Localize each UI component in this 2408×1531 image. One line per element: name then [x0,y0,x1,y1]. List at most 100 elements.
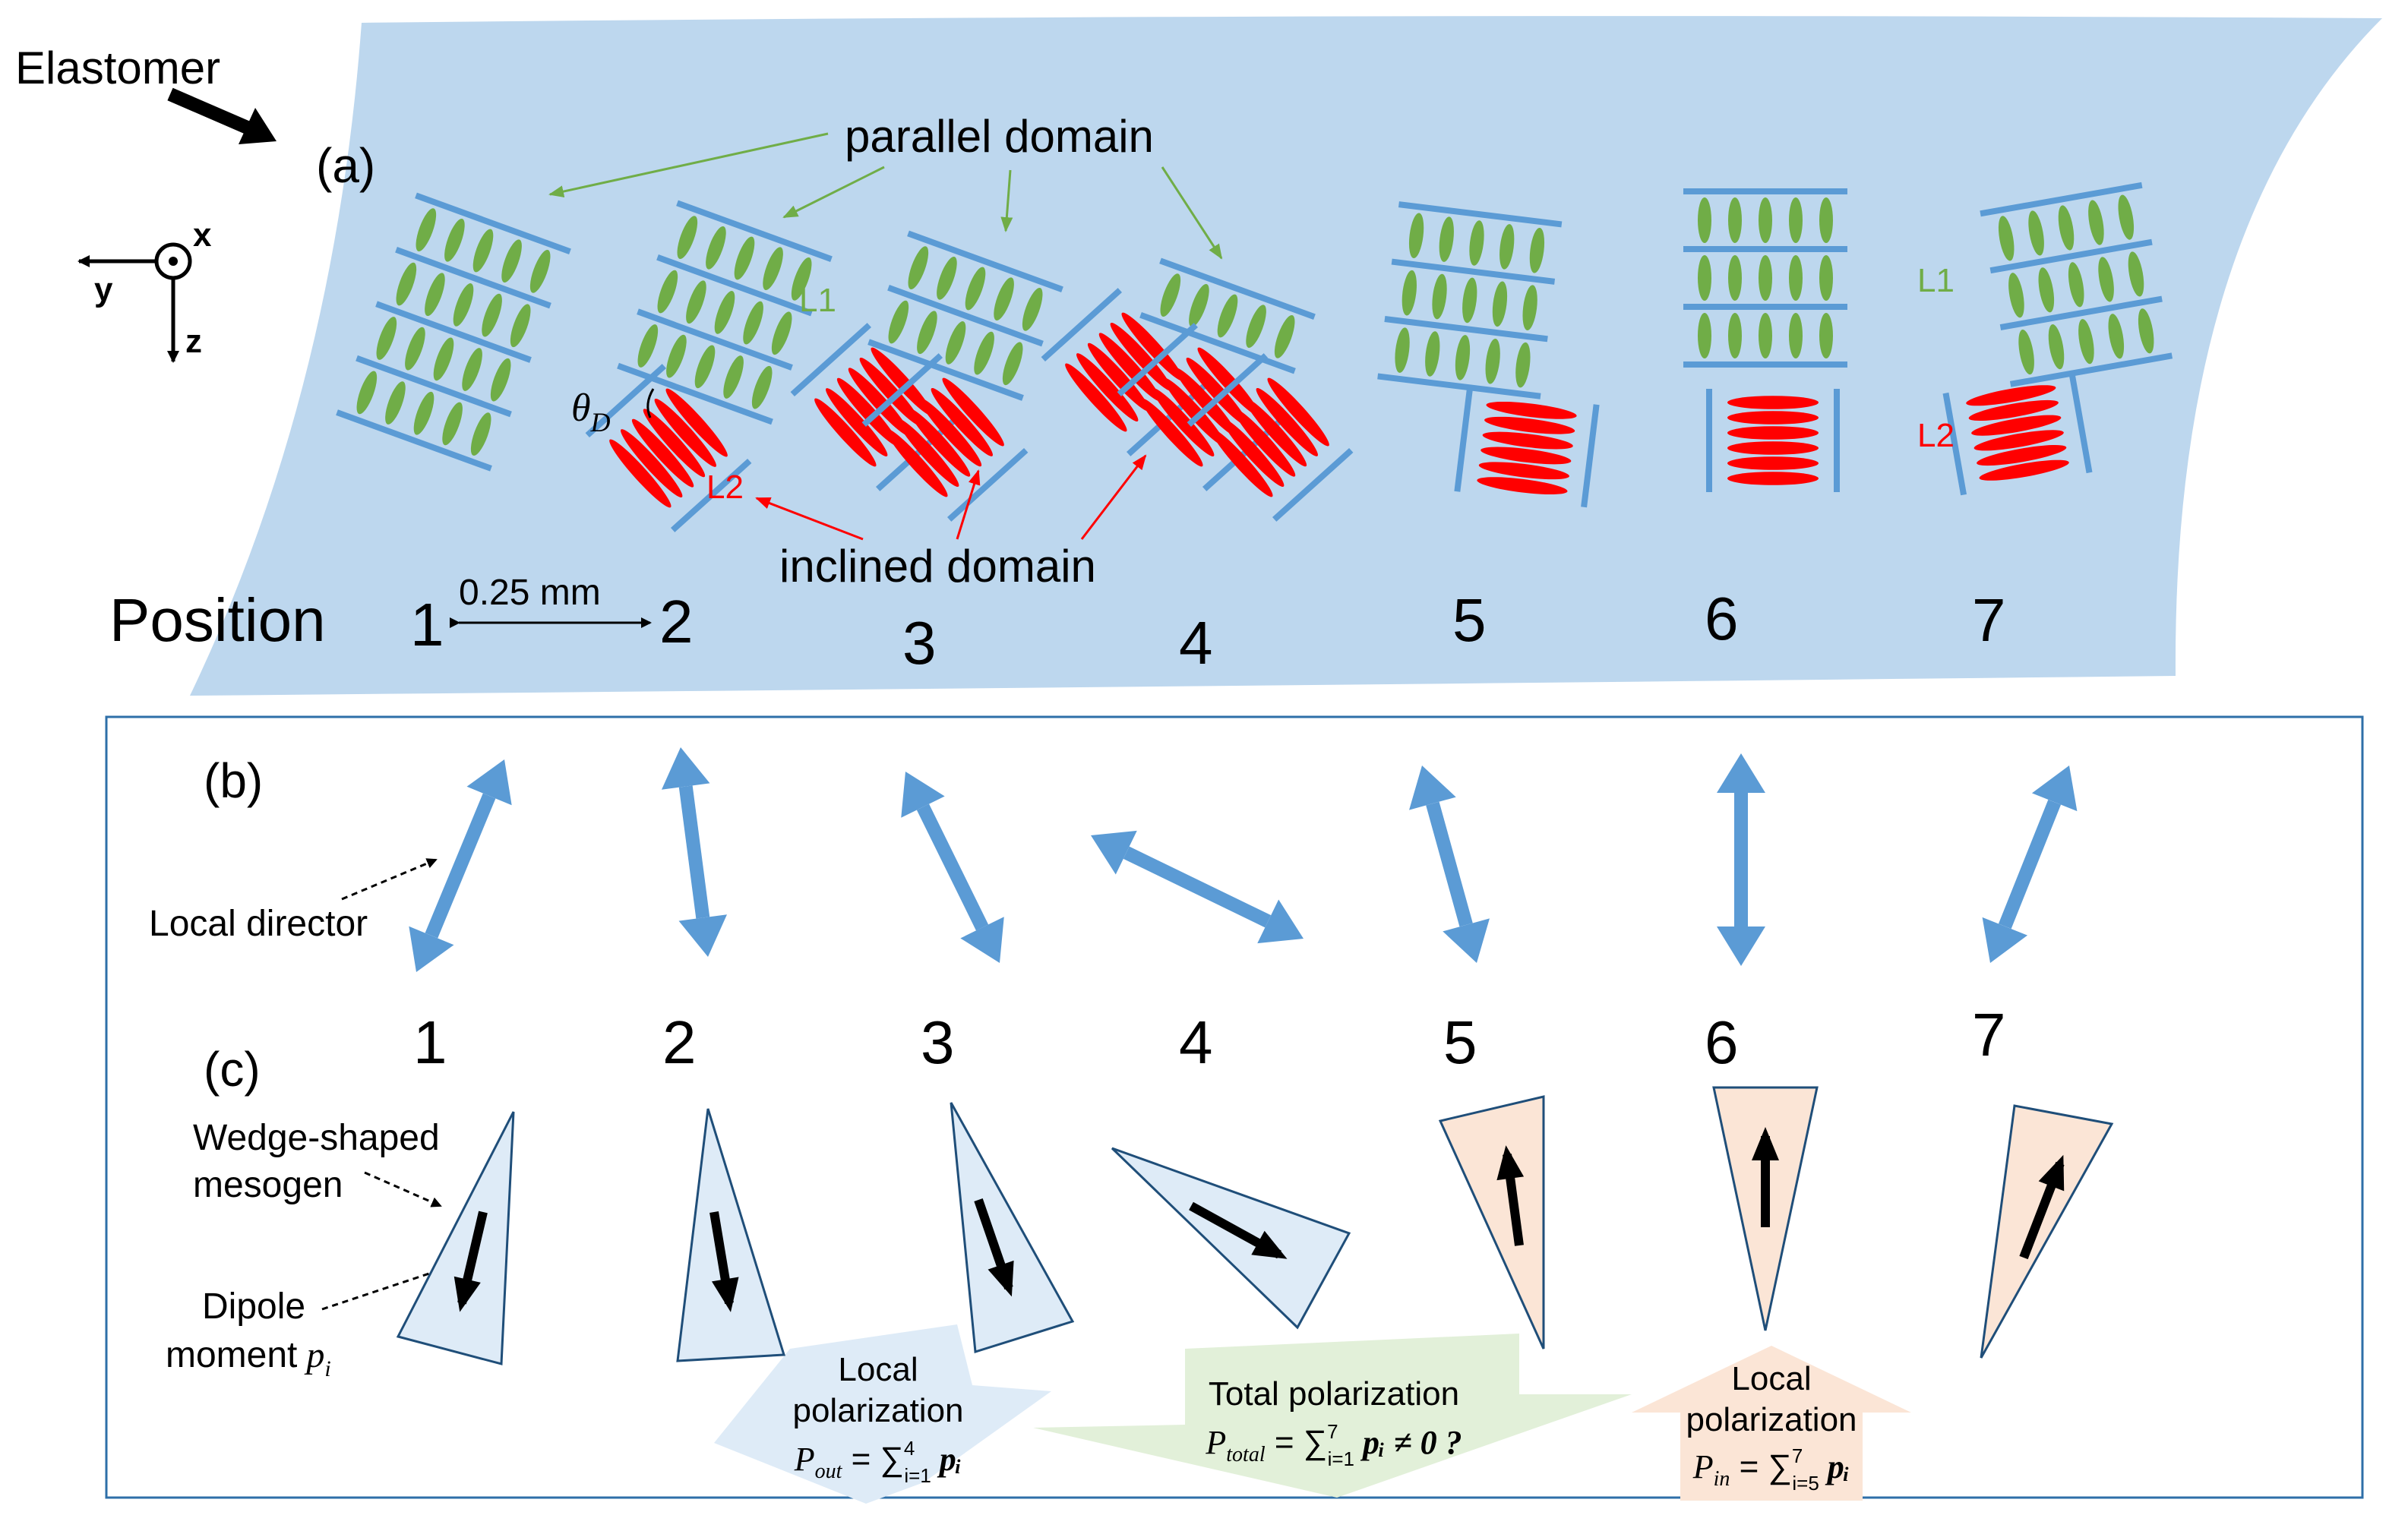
inclined-mesogen [1233,408,1296,477]
local-polarization-in-arrow [1632,1346,1911,1501]
parallel-mesogen [470,412,491,456]
parallel-layer [1377,316,1548,399]
l2-label-stack-2: L2 [706,469,744,506]
dipole-pointer [321,1264,451,1311]
inclined-arrow-1 [755,497,864,541]
parallel-mesogen [2138,308,2154,354]
layer-boundary-line [637,308,793,371]
director-arrow-3 [901,772,1004,963]
parallel-mesogen [356,371,378,415]
parallel-mesogen [2098,257,2114,302]
domain-stack-3-parallel [867,230,1063,401]
parallel-mesogen [2038,267,2055,313]
domain-stack-5-inclined [1454,388,1600,508]
parallel-mesogen [2018,329,2034,375]
layer-boundary-line [375,301,532,363]
inclined-mesogen [1977,444,2067,466]
domain-stack-2-parallel [617,200,833,425]
parallel-mesogen [888,300,909,344]
domain-stack-2-inclined [585,364,752,532]
domain-stack-4-parallel [1139,257,1316,374]
parallel-mesogen [1002,342,1023,386]
domain-stack-5-parallel [1377,201,1563,399]
panel-bc-frame [105,715,2364,1499]
parallel-mesogen [2058,205,2075,251]
parallel-mesogen [763,247,783,291]
parallel-mesogen [1432,273,1447,320]
position-number-b-1: 1 [413,1009,447,1076]
inclined-mesogen [1076,353,1139,422]
parallel-mesogen [1759,197,1772,243]
parallel-mesogen [791,257,812,301]
local-pol-out-line1: Local [838,1351,918,1388]
l1-label-stack-2: L1 [799,282,836,319]
parallel-mesogen [1402,270,1417,316]
inclined-mesogen [919,398,982,467]
domain-stack-6-parallel [1683,188,1847,368]
axis-z-label: z [185,323,202,360]
parallel-mesogen [1728,197,1742,243]
parallel-mesogen [1022,288,1043,331]
theta-d-arc [646,388,655,418]
local-director-pointer [341,858,438,901]
wedge-label-line1: Wedge-shaped [193,1118,440,1158]
inclined-mesogen [1174,368,1237,437]
parallel-mesogen [1698,255,1711,301]
parallel-mesogen [637,324,659,368]
parallel-layer [1999,295,2173,387]
director-arrow-4 [1091,830,1304,944]
parallel-arrow-3 [1000,169,1013,232]
inclined-mesogen [609,439,672,508]
inclined-mesogen [1186,357,1248,426]
parallel-layer [1683,304,1847,368]
parallel-mesogen [376,317,397,360]
domain-stack-7-inclined [1942,370,2093,496]
parallel-mesogen [1469,220,1484,266]
parallel-mesogen [677,216,698,259]
parallel-mesogen [1998,216,2015,261]
parallel-mesogen [1698,197,1711,243]
parallel-mesogen [1499,224,1515,270]
parallel-mesogen [425,273,445,317]
parallel-mesogen [714,291,735,334]
parallel-mesogen [974,331,994,375]
elastomer-pointer-arrow [167,87,264,140]
layer-boundary-line [1980,182,2143,217]
position-number-a-5: 5 [1452,586,1487,654]
parallel-mesogen [453,283,474,327]
domain-stack-6-inclined [1706,389,1840,492]
director-arrow-2 [661,747,728,957]
position-number-b-2: 2 [662,1009,697,1076]
position-number-a-6: 6 [1705,585,1739,652]
parallel-mesogen [965,267,986,311]
position-number-b-7: 7 [1972,1001,2006,1069]
parallel-mesogen [1789,255,1803,301]
inclined-mesogen [1727,426,1819,440]
inclined-mesogen [848,368,911,437]
wedge-shape [676,1108,785,1362]
parallel-mesogen [1698,313,1711,358]
inclined-mesogen [1087,343,1150,412]
layer-boundary-line [1398,201,1563,228]
layer-boundary-line [336,409,492,472]
parallel-mesogen [444,218,465,262]
inclined-mesogen [1971,415,2062,436]
parallel-mesogen [1439,216,1454,262]
wedge-shape [950,1102,1075,1353]
wedge-shape [396,1111,515,1365]
parallel-mesogen [2048,324,2065,370]
inclined-mesogen [1211,428,1273,497]
parallel-mesogen [1274,315,1295,358]
position-number-a-2: 2 [659,588,694,655]
layer-boundary-line [1999,295,2163,330]
parallel-layer [676,200,833,301]
inclined-mesogen [931,387,993,456]
parallel-mesogen [1529,227,1545,273]
parallel-layer [867,285,1044,401]
position-number-a-4: 4 [1179,609,1213,677]
parallel-mesogen [2068,262,2084,308]
parallel-layer [1391,258,1556,330]
parallel-mesogen [1819,255,1833,301]
elastomer-pointer-arrowhead [239,108,277,144]
parallel-mesogen [2118,194,2135,240]
